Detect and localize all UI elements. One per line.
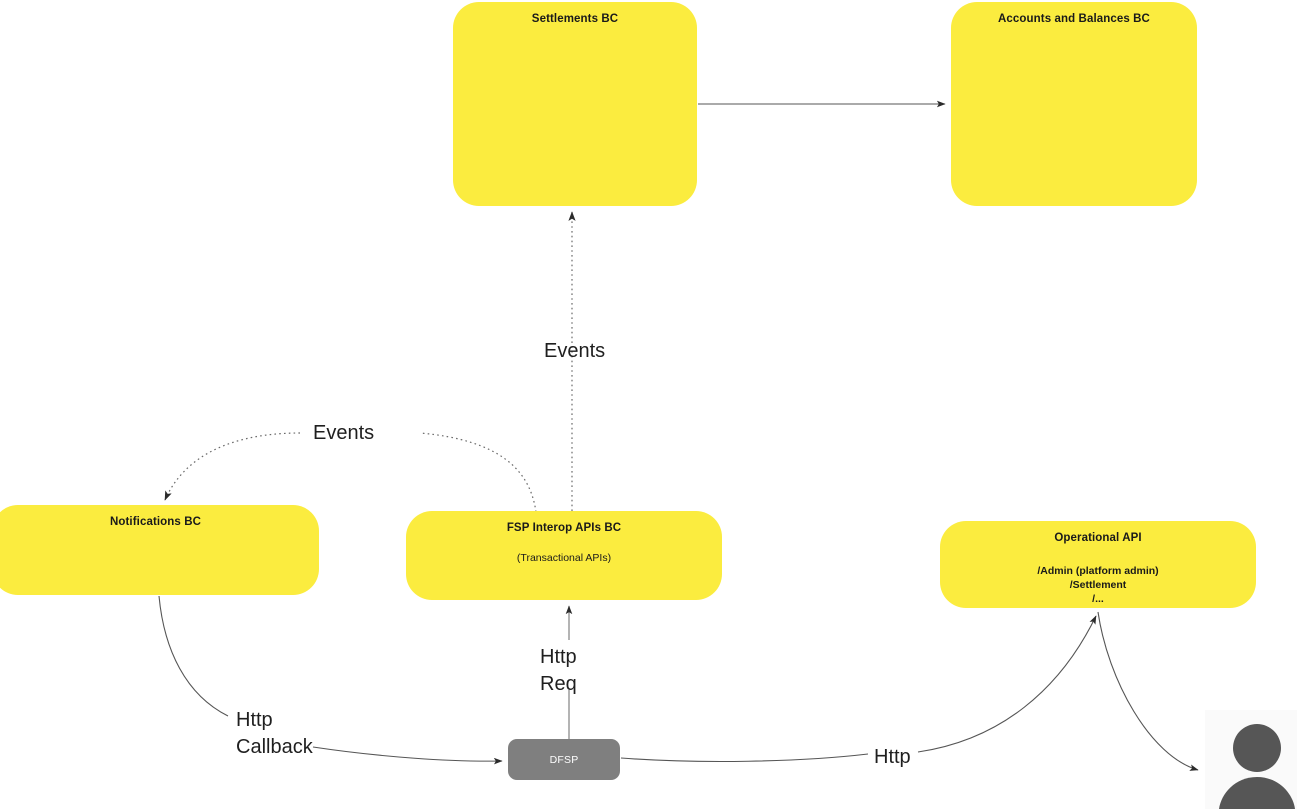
edge-label-events-settlements: Events	[544, 340, 606, 362]
node-operational-api-routes: /Admin (platform admin) /Settlement /...	[1037, 564, 1159, 605]
edge-label-http-callback: Http Callback	[236, 709, 313, 758]
node-fsp-interop-apis-bc-subtitle: (Transactional APIs)	[516, 551, 612, 564]
edge-notifications-to-dfsp	[158, 595, 503, 765]
user-avatar-panel	[1205, 710, 1297, 809]
node-dfsp[interactable]: DFSP	[508, 739, 620, 780]
node-settlements-bc-title: Settlements BC	[531, 13, 619, 25]
node-dfsp-label: DFSP	[549, 753, 579, 766]
node-operational-api-title: Operational API	[1054, 532, 1142, 544]
edge-label-events-notifications: Events	[313, 422, 375, 444]
node-operational-api[interactable]: Operational API /Admin (platform admin) …	[940, 521, 1256, 608]
user-avatar-icon	[1219, 724, 1295, 809]
node-accounts-and-balances-bc[interactable]: Accounts and Balances BC	[951, 2, 1197, 206]
edge-dfsp-to-operational	[620, 615, 1097, 763]
node-notifications-bc[interactable]: Notifications BC	[0, 505, 319, 595]
node-fsp-interop-apis-bc[interactable]: FSP Interop APIs BC (Transactional APIs)	[406, 511, 722, 600]
edge-label-http: Http	[874, 746, 911, 768]
edge-label-http-req: Http Req	[540, 646, 577, 695]
edge-operational-to-user	[1097, 611, 1199, 771]
node-settlements-bc[interactable]: Settlements BC	[453, 2, 697, 206]
node-accounts-and-balances-bc-title: Accounts and Balances BC	[998, 13, 1150, 25]
node-notifications-bc-title: Notifications BC	[109, 516, 202, 528]
node-fsp-interop-apis-bc-title: FSP Interop APIs BC	[506, 522, 622, 534]
